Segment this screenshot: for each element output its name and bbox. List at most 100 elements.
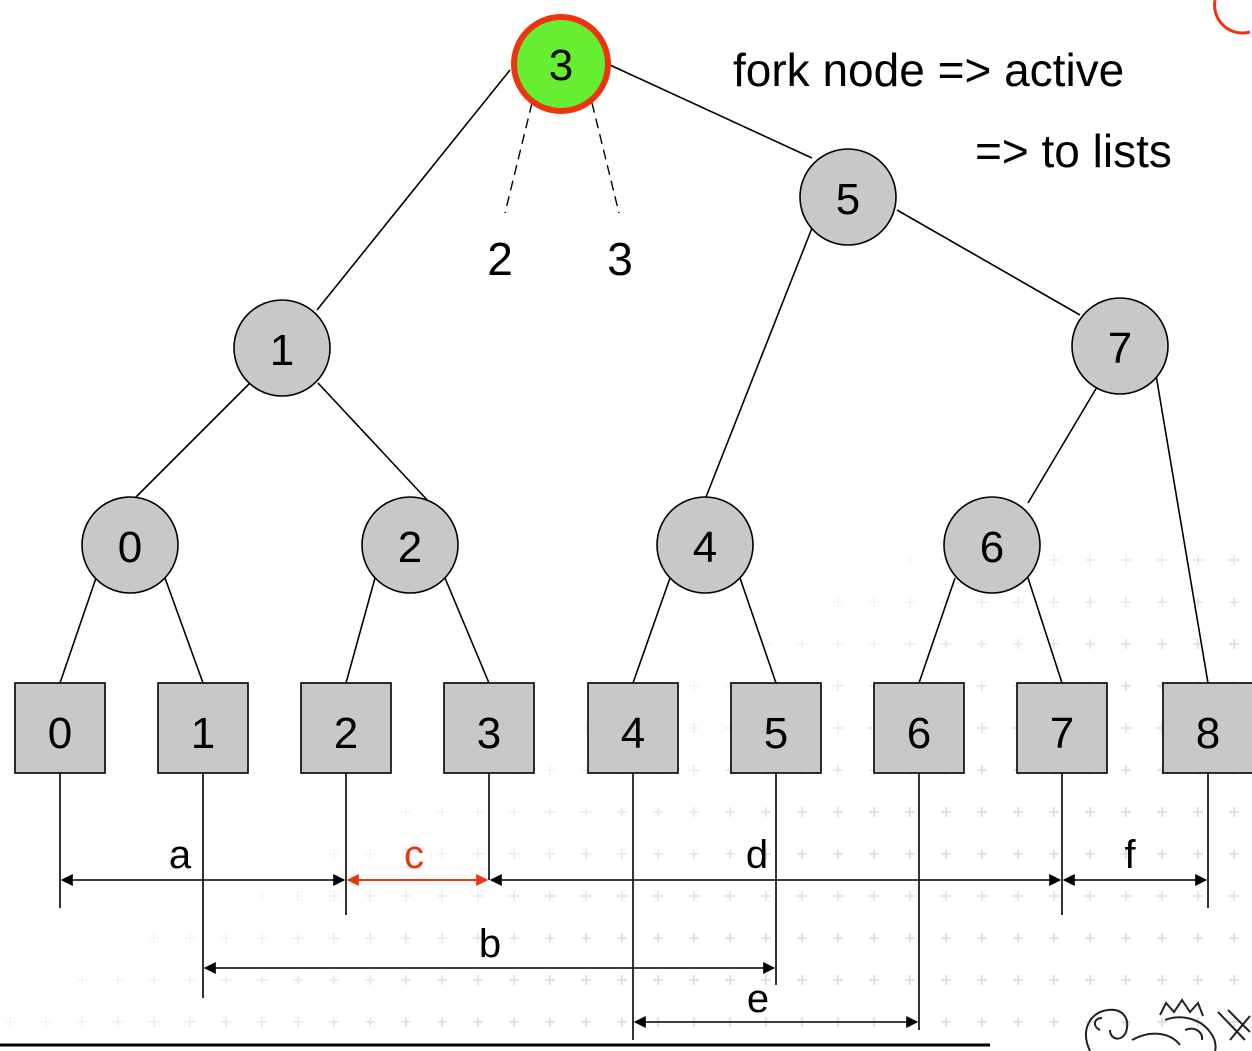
grid-plus-mark	[1085, 597, 1095, 607]
grid-plus-mark	[1049, 975, 1059, 985]
interval-f-label: f	[1124, 833, 1136, 877]
grid-plus-mark	[1229, 807, 1239, 817]
grid-plus-mark	[1013, 597, 1023, 607]
grid-plus-mark	[545, 765, 555, 775]
grid-plus-mark	[977, 681, 987, 691]
grid-plus-mark	[1193, 555, 1203, 565]
grid-plus-mark	[77, 1017, 87, 1027]
grid-plus-mark	[941, 807, 951, 817]
grid-plus-mark	[905, 555, 915, 565]
grid-plus-mark	[617, 807, 627, 817]
grid-plus-mark	[401, 849, 411, 859]
grid-plus-mark	[617, 975, 627, 985]
grid-plus-mark	[1085, 807, 1095, 817]
grid-plus-mark	[401, 1017, 411, 1027]
grid-plus-mark	[833, 681, 843, 691]
grid-plus-mark	[1157, 639, 1167, 649]
grid-plus-mark	[1049, 891, 1059, 901]
leaf-6-label: 6	[907, 709, 931, 758]
grid-plus-mark	[653, 849, 663, 859]
grid-plus-mark	[797, 933, 807, 943]
grid-plus-mark	[329, 891, 339, 901]
grid-plus-mark	[797, 807, 807, 817]
grid-plus-mark	[617, 891, 627, 901]
grid-plus-mark	[257, 975, 267, 985]
grid-plus-mark	[905, 807, 915, 817]
grid-plus-mark	[1121, 765, 1131, 775]
grid-plus-mark	[977, 933, 987, 943]
grid-plus-mark	[1193, 807, 1203, 817]
grid-plus-mark	[473, 849, 483, 859]
grid-plus-mark	[329, 933, 339, 943]
grid-plus-mark	[1049, 849, 1059, 859]
grid-plus-mark	[221, 1017, 231, 1027]
leaf-3-label: 3	[477, 709, 501, 758]
leaf-8-box	[1162, 682, 1252, 774]
grid-plus-mark	[977, 1017, 987, 1027]
grid-plus-mark	[1013, 1017, 1023, 1027]
grid-plus-mark	[1049, 807, 1059, 817]
grid-plus-mark	[545, 849, 555, 859]
internal-node-7: 7	[1071, 297, 1169, 395]
grid-plus-mark	[725, 849, 735, 859]
fork-node-label: 3	[549, 41, 573, 90]
grid-plus-mark	[581, 933, 591, 943]
grid-plus-mark	[1229, 597, 1239, 607]
grid-plus-mark	[941, 849, 951, 859]
grid-plus-mark	[365, 1017, 375, 1027]
grid-plus-mark	[869, 597, 879, 607]
grid-plus-mark	[473, 933, 483, 943]
grid-plus-mark	[509, 933, 519, 943]
leaf-drop-lines	[59, 773, 1209, 1040]
grid-plus-mark	[725, 933, 735, 943]
grid-plus-mark	[1229, 891, 1239, 901]
grid-plus-mark	[1049, 597, 1059, 607]
grid-plus-mark	[41, 1017, 51, 1027]
grid-plus-mark	[797, 849, 807, 859]
grid-plus-mark	[365, 933, 375, 943]
internal-node-1: 1	[233, 299, 331, 397]
grid-plus-mark	[977, 807, 987, 817]
grid-plus-mark	[149, 1017, 159, 1027]
grid-plus-mark	[689, 723, 699, 733]
grid-plus-mark	[833, 807, 843, 817]
grid-plus-mark	[833, 597, 843, 607]
grid-plus-mark	[1193, 975, 1203, 985]
grid-plus-mark	[257, 891, 267, 901]
grid-plus-mark	[761, 975, 771, 985]
grid-plus-mark	[617, 849, 627, 859]
grid-plus-mark	[581, 975, 591, 985]
grid-plus-mark	[905, 975, 915, 985]
node-label: 6	[980, 523, 1004, 572]
grid-plus-mark	[401, 975, 411, 985]
grid-plus-mark	[1013, 891, 1023, 901]
grid-plus-mark	[725, 891, 735, 901]
grid-plus-mark	[1121, 723, 1131, 733]
annotation-fork-node: fork node => active	[733, 44, 1124, 96]
grid-plus-mark	[1085, 891, 1095, 901]
grid-plus-mark	[905, 933, 915, 943]
grid-plus-mark	[1121, 975, 1131, 985]
grid-plus-mark	[761, 891, 771, 901]
grid-plus-mark	[1013, 807, 1023, 817]
grid-plus-mark	[545, 933, 555, 943]
grid-plus-mark	[725, 975, 735, 985]
grid-plus-mark	[257, 933, 267, 943]
grid-plus-mark	[1049, 639, 1059, 649]
grid-plus-mark	[113, 975, 123, 985]
grid-plus-mark	[1085, 639, 1095, 649]
grid-plus-mark	[905, 597, 915, 607]
grid-plus-mark	[185, 975, 195, 985]
internal-node-0: 0	[81, 496, 179, 594]
lion-logo-icon	[1085, 998, 1251, 1051]
grid-plus-mark	[1013, 639, 1023, 649]
grid-plus-mark	[1157, 933, 1167, 943]
grid-plus-mark	[1049, 1017, 1059, 1027]
grid-plus-mark	[941, 1017, 951, 1027]
grid-plus-mark	[545, 1017, 555, 1027]
leaf-6-box	[873, 682, 965, 774]
tree-edges	[59, 64, 1209, 684]
grid-plus-mark	[1013, 849, 1023, 859]
grid-plus-mark	[833, 933, 843, 943]
